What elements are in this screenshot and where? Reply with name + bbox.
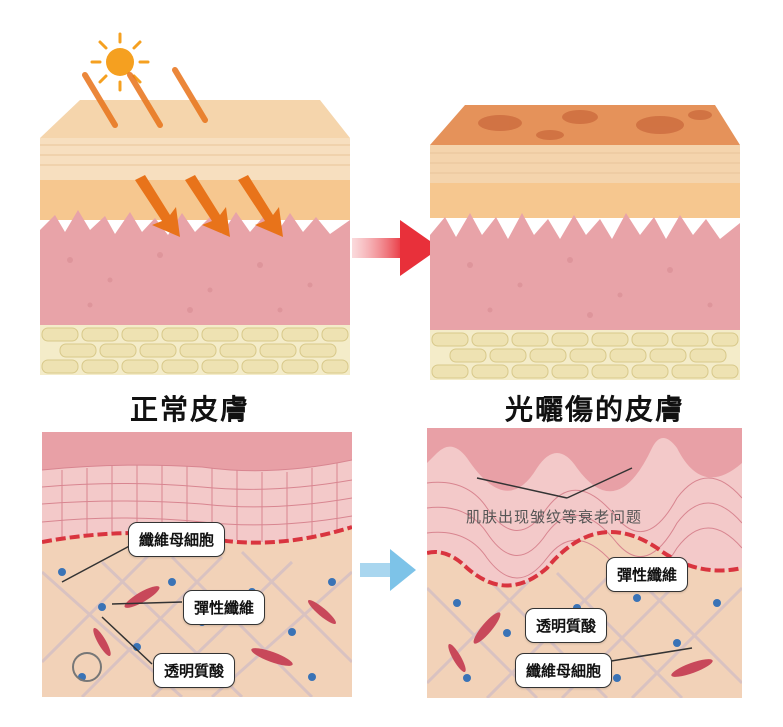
elastic-fiber-label-normal: 彈性纖維: [183, 590, 266, 625]
uv-ray-lines: [70, 60, 230, 140]
normal-skin-illustration: [20, 20, 360, 380]
transition-arrow-icon: [352, 218, 442, 278]
hyaluronic-acid-label-normal: 透明質酸: [153, 653, 236, 688]
damaged-skin-title: 光曬傷的皮膚: [504, 393, 685, 426]
uv-arrow-icon: [130, 175, 300, 245]
elastic-fiber-label-damaged: 彈性纖維: [606, 557, 689, 592]
fibroblast-label-damaged: 纖維母細胞: [515, 653, 613, 688]
normal-skin-title: 正常皮膚: [129, 393, 250, 426]
hyaluronic-acid-label-damaged: 透明質酸: [525, 608, 608, 643]
wrinkle-note: 肌肤出现皱纹等衰老问题: [466, 508, 643, 526]
fibroblast-label-normal: 纖維母細胞: [128, 522, 226, 557]
damaged-skin-illustration: [410, 95, 750, 385]
transition-arrow-icon: [360, 545, 420, 595]
sun-icon: [88, 30, 152, 94]
